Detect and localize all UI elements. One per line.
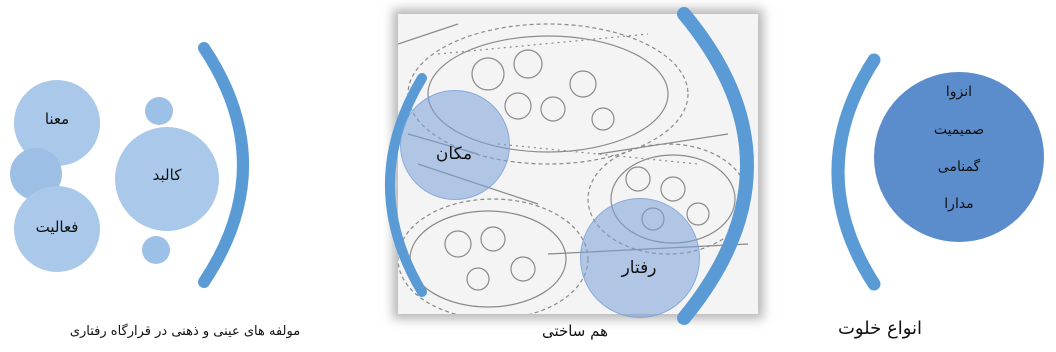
left-caption: مولفه های عینی و ذهنی در قرارگاه رفتاری	[69, 324, 301, 339]
label-place: مکان	[435, 144, 473, 164]
overlay-circle-place	[400, 90, 510, 200]
label-activity: فعالیت	[35, 218, 79, 236]
label-behavior: رفتار	[621, 258, 657, 278]
privacy-type-item: مدارا	[944, 196, 974, 212]
label-form: کالبد	[152, 166, 182, 184]
privacy-type-item: صمیمیت	[933, 122, 985, 138]
circle-small-bottom	[142, 236, 170, 264]
privacy-type-item: انزوا	[945, 84, 973, 100]
overlay-circle-behavior	[580, 198, 700, 318]
middle-left-bracket-arc	[385, 73, 427, 297]
right-caption: انواع خلوت	[837, 318, 923, 339]
circle-activity	[14, 186, 100, 272]
middle-right-bracket-arc	[677, 7, 754, 325]
circle-form	[115, 127, 219, 231]
right-bracket-arc	[831, 53, 881, 291]
left-bracket-arc	[198, 42, 249, 288]
privacy-type-item: گمنامی	[937, 159, 981, 175]
label-meaning: معنا	[44, 110, 70, 128]
circle-small-top	[145, 97, 173, 125]
privacy-types-circle	[874, 72, 1044, 242]
middle-caption: هم ساختی	[541, 322, 609, 340]
